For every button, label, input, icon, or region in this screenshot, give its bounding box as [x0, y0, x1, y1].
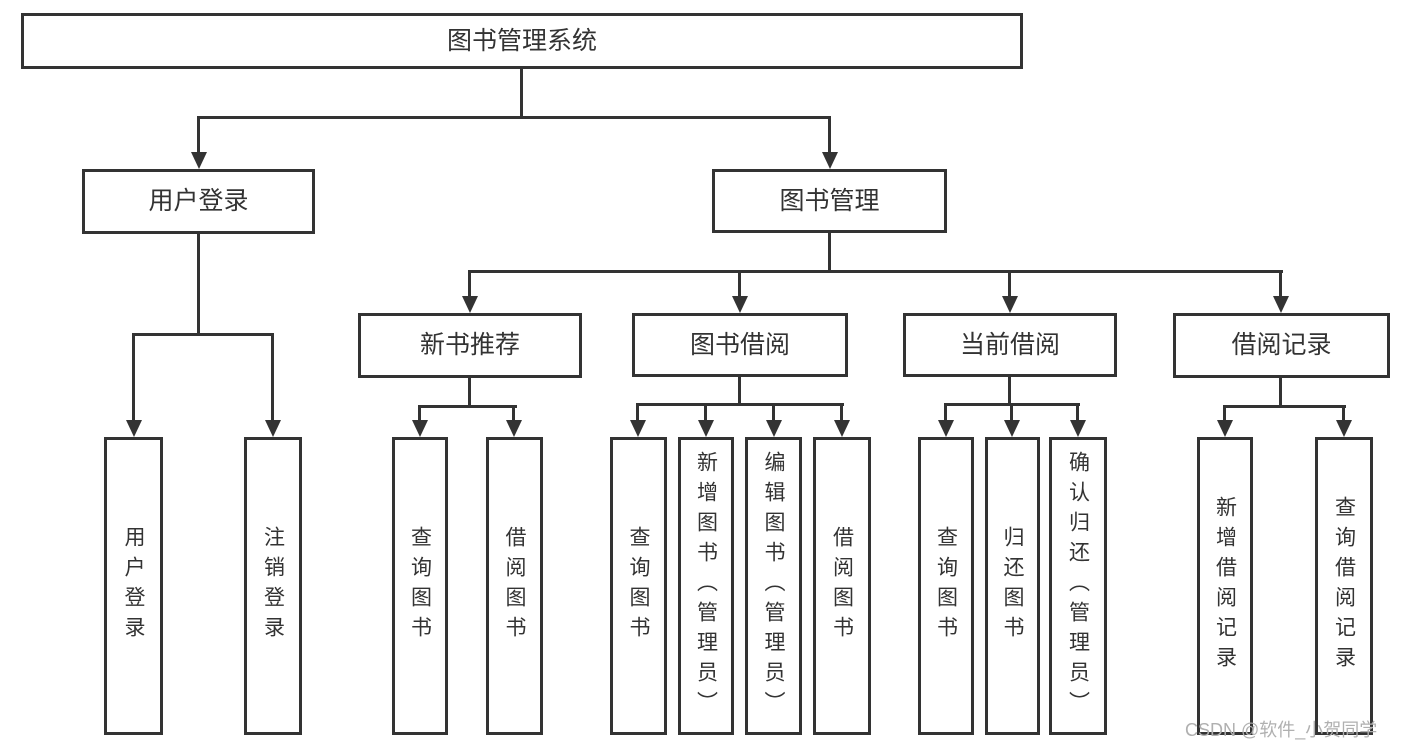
node-book-borrow-label: 图书借阅	[689, 330, 790, 359]
node-borrow-record-label: 借阅记录	[1231, 331, 1332, 359]
arrowhead-cb-query	[938, 420, 954, 437]
arrowhead-user-login	[191, 152, 207, 169]
node-book-mgmt-label: 图书管理	[779, 186, 880, 215]
node-bb-borrow: 借阅图书	[813, 437, 871, 735]
connector-drop-new-book-rec	[468, 270, 471, 298]
connector-drop-cb-return	[1010, 403, 1013, 421]
arrowhead-logout	[265, 420, 281, 437]
node-user-login: 用户登录	[82, 169, 315, 234]
connector-drop-nb-borrow	[512, 405, 515, 421]
node-user-login-label: 用户登录	[148, 187, 249, 215]
connector-book-mgmt-branch	[468, 270, 1283, 273]
node-bb-add: 新增图书（管理员）	[678, 437, 734, 735]
connector-drop-bb-edit	[772, 403, 775, 421]
arrowhead-current-borrow	[1002, 296, 1018, 313]
node-logout: 注销登录	[244, 437, 302, 735]
connector-drop-bb-add	[704, 403, 707, 421]
connector-drop-cb-confirm	[1076, 403, 1079, 421]
node-current-borrow-label: 当前借阅	[959, 330, 1060, 359]
connector-drop-br-query	[1342, 405, 1345, 421]
connector-drop-nb-query	[418, 405, 421, 421]
connector-borrow-record-branch	[1223, 405, 1346, 408]
node-cb-return-label: 归还图书	[1001, 526, 1024, 646]
connector-book-borrow-branch	[636, 403, 844, 406]
node-bb-borrow-label: 借阅图书	[830, 526, 854, 646]
connector-user-login-stem	[197, 234, 200, 335]
node-user-login-sub-label: 用户登录	[122, 526, 145, 646]
node-borrow-record: 借阅记录	[1173, 313, 1390, 378]
node-book-borrow: 图书借阅	[632, 313, 848, 377]
arrowhead-user-login-sub	[126, 420, 142, 437]
arrowhead-bb-borrow	[834, 420, 850, 437]
connector-drop-cb-query	[944, 403, 947, 421]
connector-drop-br-add	[1223, 405, 1226, 421]
node-br-query: 查询借阅记录	[1315, 437, 1373, 735]
connector-new-book-rec-stem	[468, 378, 471, 407]
arrowhead-br-query	[1336, 420, 1352, 437]
connector-drop-book-borrow	[738, 270, 741, 298]
connector-drop-user-login-sub	[132, 333, 135, 421]
connector-drop-current-borrow	[1008, 270, 1011, 298]
node-bb-query: 查询图书	[610, 437, 667, 735]
csdn-watermark: CSDN @软件_小贺同学	[1185, 720, 1378, 740]
arrowhead-new-book-rec	[462, 296, 478, 313]
connector-drop-logout	[271, 333, 274, 421]
connector-current-borrow-stem	[1008, 377, 1011, 405]
arrowhead-book-mgmt	[822, 152, 838, 169]
connector-book-borrow-stem	[738, 377, 741, 405]
node-br-add: 新增借阅记录	[1197, 437, 1253, 735]
node-cb-confirm: 确认归还（管理员）	[1049, 437, 1107, 735]
arrowhead-br-add	[1217, 420, 1233, 437]
node-root: 图书管理系统	[21, 13, 1023, 69]
node-bb-query-label: 查询图书	[627, 526, 650, 646]
node-bb-add-label: 新增图书（管理员）	[694, 451, 718, 721]
connector-drop-bb-query	[636, 403, 639, 421]
connector-drop-borrow-record	[1279, 270, 1282, 298]
node-new-book-rec-label: 新书推荐	[419, 331, 520, 359]
arrowhead-bb-query	[630, 420, 646, 437]
node-nb-borrow-label: 借阅图书	[503, 526, 526, 646]
connector-book-mgmt-stem	[828, 233, 831, 272]
connector-root-stem	[520, 69, 523, 118]
arrowhead-nb-query	[412, 420, 428, 437]
arrowhead-borrow-record	[1273, 296, 1289, 313]
node-nb-query: 查询图书	[392, 437, 448, 735]
node-user-login-sub: 用户登录	[104, 437, 163, 735]
node-cb-return: 归还图书	[985, 437, 1040, 735]
node-br-add-label: 新增借阅记录	[1213, 496, 1237, 676]
connector-drop-user-login	[197, 116, 200, 154]
node-bb-edit-label: 编辑图书（管理员）	[762, 451, 785, 721]
node-new-book-rec: 新书推荐	[358, 313, 582, 378]
connector-new-book-rec-branch	[418, 405, 517, 408]
node-nb-borrow: 借阅图书	[486, 437, 543, 735]
connector-drop-bb-borrow	[840, 403, 843, 421]
arrowhead-nb-borrow	[506, 420, 522, 437]
node-br-query-label: 查询借阅记录	[1332, 496, 1356, 676]
node-bb-edit: 编辑图书（管理员）	[745, 437, 802, 735]
node-root-label: 图书管理系统	[446, 26, 597, 55]
arrowhead-cb-return	[1004, 420, 1020, 437]
arrowhead-bb-add	[698, 420, 714, 437]
arrowhead-cb-confirm	[1070, 420, 1086, 437]
node-logout-label: 注销登录	[261, 526, 285, 646]
node-book-mgmt: 图书管理	[712, 169, 947, 233]
node-current-borrow: 当前借阅	[903, 313, 1117, 377]
connector-root-branch	[197, 116, 831, 119]
connector-drop-book-mgmt	[828, 116, 831, 154]
arrowhead-bb-edit	[766, 420, 782, 437]
connector-user-login-branch	[132, 333, 274, 336]
node-nb-query-label: 查询图书	[408, 526, 432, 646]
node-cb-confirm-label: 确认归还（管理员）	[1066, 451, 1090, 721]
node-cb-query-label: 查询图书	[934, 526, 958, 646]
connector-borrow-record-stem	[1279, 378, 1282, 407]
arrowhead-book-borrow	[732, 296, 748, 313]
node-cb-query: 查询图书	[918, 437, 974, 735]
